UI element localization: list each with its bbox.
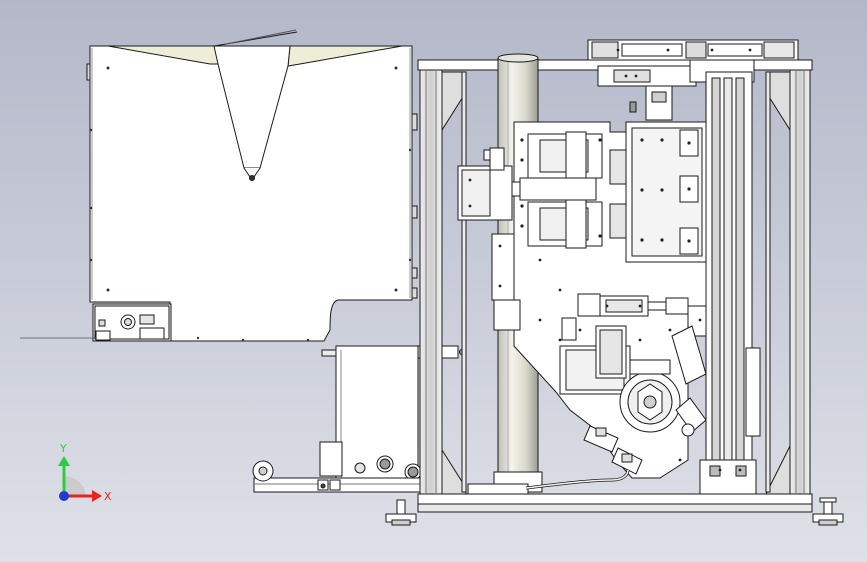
lower-cylinder[interactable]: [561, 293, 707, 341]
control-box[interactable]: [20, 303, 172, 342]
hopper-cabinet[interactable]: [86, 29, 418, 342]
linear-rail[interactable]: [699, 71, 761, 495]
gripper-jaws[interactable]: [525, 425, 643, 490]
axis-y-label: Y: [59, 442, 67, 455]
machine-frame[interactable]: [417, 59, 813, 513]
coordinate-triad-icon[interactable]: Y X: [58, 442, 112, 503]
top-cylinder-assembly[interactable]: [587, 39, 799, 121]
axis-x-label: X: [104, 490, 112, 503]
leveling-feet: [385, 497, 844, 526]
rotary-actuator[interactable]: [559, 325, 707, 437]
fasteners: [468, 48, 752, 472]
left-bracket[interactable]: [457, 147, 521, 331]
